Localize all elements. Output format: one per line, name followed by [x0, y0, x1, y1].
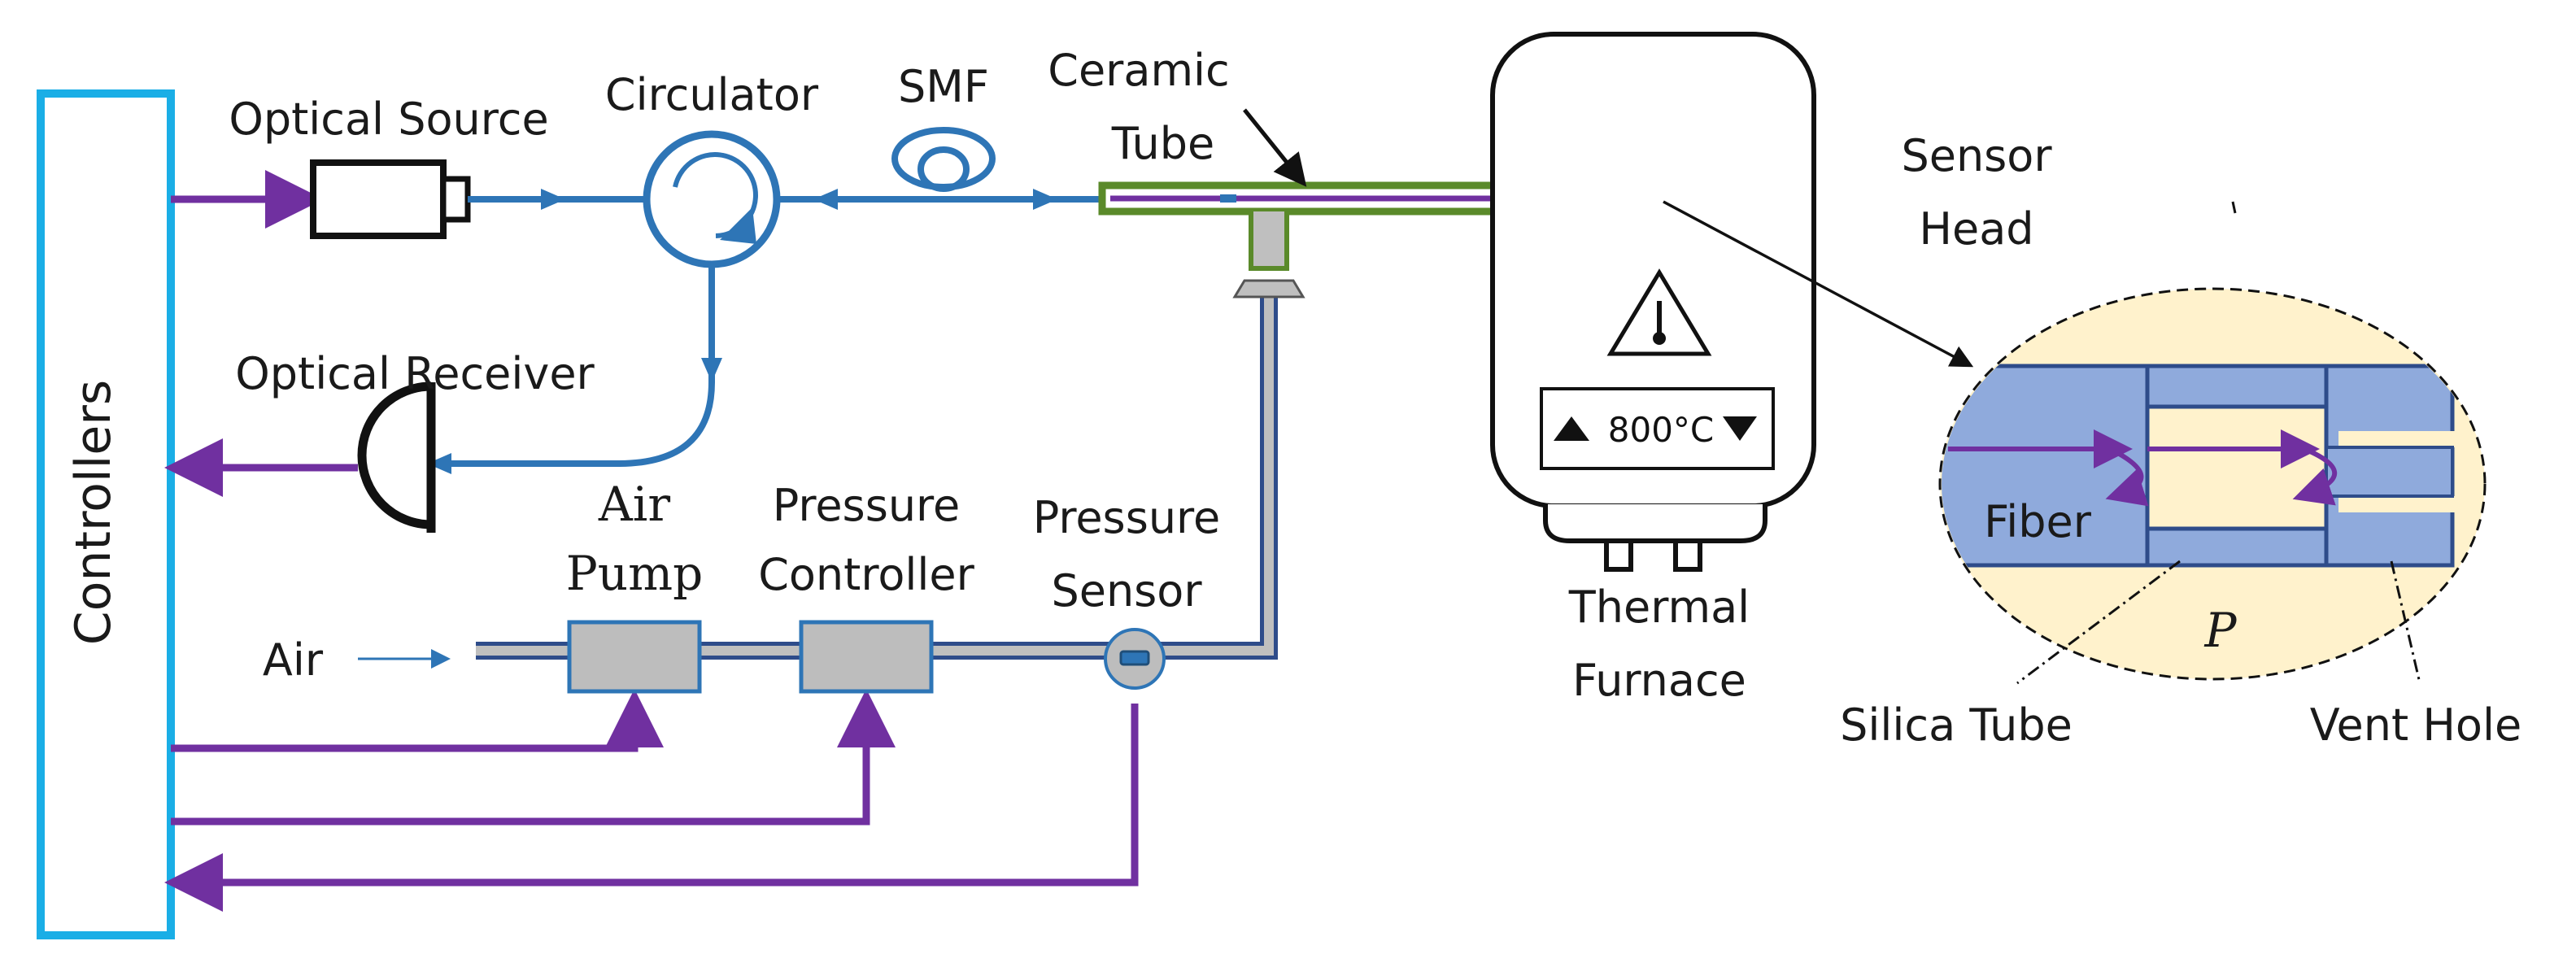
optical-source: Optical Source [229, 94, 549, 239]
thermal-furnace-label-line1: Thermal [1568, 582, 1750, 633]
air-input: Air [263, 634, 451, 686]
temperature-value: 800°C [1608, 410, 1715, 450]
pressure-controller-label-line1: Pressure [773, 480, 961, 531]
circulator: Circulator [605, 69, 819, 268]
air-pump-label-line2: Pump [566, 546, 704, 601]
optical-receiver: Optical Receiver [235, 348, 595, 533]
pressure-controller-label-line2: Controller [758, 549, 974, 600]
pressure-sensor-label-line2: Sensor [1051, 565, 1202, 617]
silica-tube-label: Silica Tube [1840, 699, 2073, 751]
circulator-label: Circulator [605, 69, 819, 120]
optical-receiver-label: Optical Receiver [235, 348, 595, 399]
sensor-head-label-line1: Sensor [1901, 130, 2052, 181]
ceramic-tube-label-line1: Ceramic [1048, 45, 1230, 96]
smf-coil-outer [891, 127, 996, 190]
pressure-sensor-feedback-line [164, 704, 1139, 912]
thermal-furnace-label-line2: Furnace [1572, 655, 1746, 706]
sensor-light-paths [1948, 429, 2338, 507]
controllers-block: Controllers [37, 89, 175, 939]
thermal-furnace: 800°C Thermal Furnace [1490, 32, 1816, 706]
control-signal-lines [164, 170, 1139, 912]
temperature-display: 800°C [1540, 387, 1775, 470]
triangle-down-icon[interactable] [1723, 416, 1757, 441]
thermometer-warning-icon [1606, 268, 1712, 356]
smf-coil-inner [918, 146, 970, 192]
air-line [476, 211, 1305, 660]
pressure-sensor-label-line1: Pressure [1033, 492, 1221, 543]
air-label: Air [263, 634, 324, 686]
air-pump-label-line1: Air [598, 477, 670, 532]
pressure-controller: Pressure Controller [758, 480, 975, 694]
sensor-head-detail: Fiber P [1938, 287, 2487, 685]
smf-label: SMF [898, 61, 989, 112]
vent-hole-label: Vent Hole [2310, 699, 2522, 751]
air-pump: Air Pump [566, 477, 704, 694]
sensor-head-label-line2: Head [1919, 203, 2033, 255]
pump-control-line [171, 689, 664, 752]
fiber-circulator-to-receiver [431, 264, 715, 467]
controllers-label: Controllers [65, 380, 122, 645]
pressure-symbol-label: P [2203, 603, 2237, 658]
fiber-direction-arrows [427, 189, 1057, 474]
ceramic-tube-label-line2: Tube [1111, 118, 1215, 169]
pressure-controller-line [171, 689, 896, 826]
optical-source-label: Optical Source [229, 94, 548, 145]
fiber-label: Fiber [1984, 496, 2092, 547]
pressure-sensor: Pressure Sensor [1033, 492, 1221, 690]
triangle-up-icon[interactable] [1554, 416, 1589, 441]
